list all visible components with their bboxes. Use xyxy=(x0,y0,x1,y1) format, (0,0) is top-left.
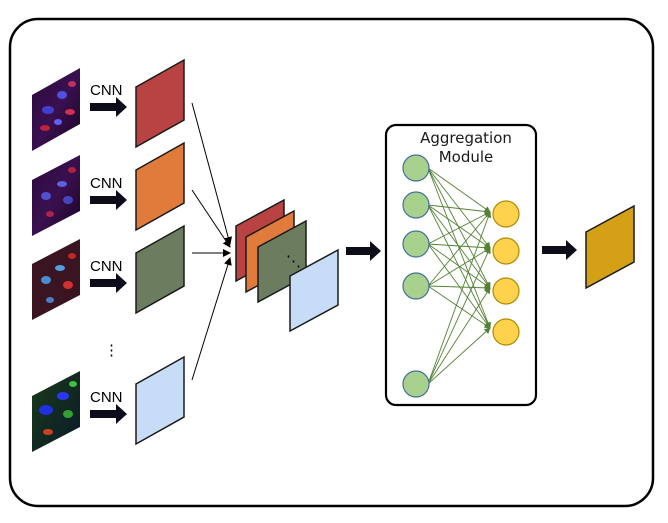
cnn-label-3: CNN xyxy=(90,258,123,275)
input-node xyxy=(402,154,430,182)
output-node xyxy=(492,318,520,346)
stack-ellipsis: ⋱ xyxy=(286,253,301,270)
network-edges xyxy=(427,167,492,385)
stacked-feature-maps xyxy=(235,198,339,333)
feature-map-red xyxy=(135,58,185,149)
vertical-ellipsis: ⋮ xyxy=(104,342,119,359)
converging-arrows xyxy=(191,102,233,381)
aggregation-title-line1: Aggregation xyxy=(420,129,512,147)
microscopy-image-icon xyxy=(32,239,80,320)
input-node xyxy=(402,191,430,219)
arrow-right-icon xyxy=(90,404,127,424)
arrow-right-icon xyxy=(90,190,127,210)
cnn-label-2: CNN xyxy=(90,175,123,192)
feature-map-orange xyxy=(135,141,185,232)
feature-map-green xyxy=(135,224,185,315)
output-nodes xyxy=(492,200,520,346)
microscopy-image-icon xyxy=(32,68,80,151)
output-node xyxy=(492,200,520,228)
input-nodes xyxy=(402,154,430,398)
microscopy-image-icon xyxy=(32,155,80,236)
cnn-label-1: CNN xyxy=(90,82,123,99)
output-feature-map xyxy=(585,204,635,290)
output-node xyxy=(492,237,520,265)
cnn-label-4: CNN xyxy=(90,389,123,406)
feature-map-blue xyxy=(135,355,185,446)
input-node xyxy=(402,230,430,258)
arrow-right-icon xyxy=(90,273,127,293)
output-node xyxy=(492,277,520,305)
microscopy-image-icon xyxy=(32,371,80,452)
input-node xyxy=(402,272,430,300)
aggregation-title-line2: Module xyxy=(439,148,494,166)
input-node xyxy=(402,370,430,398)
arrow-right-icon xyxy=(542,240,577,260)
arrow-right-icon xyxy=(90,97,127,117)
arrow-right-icon xyxy=(346,241,381,261)
